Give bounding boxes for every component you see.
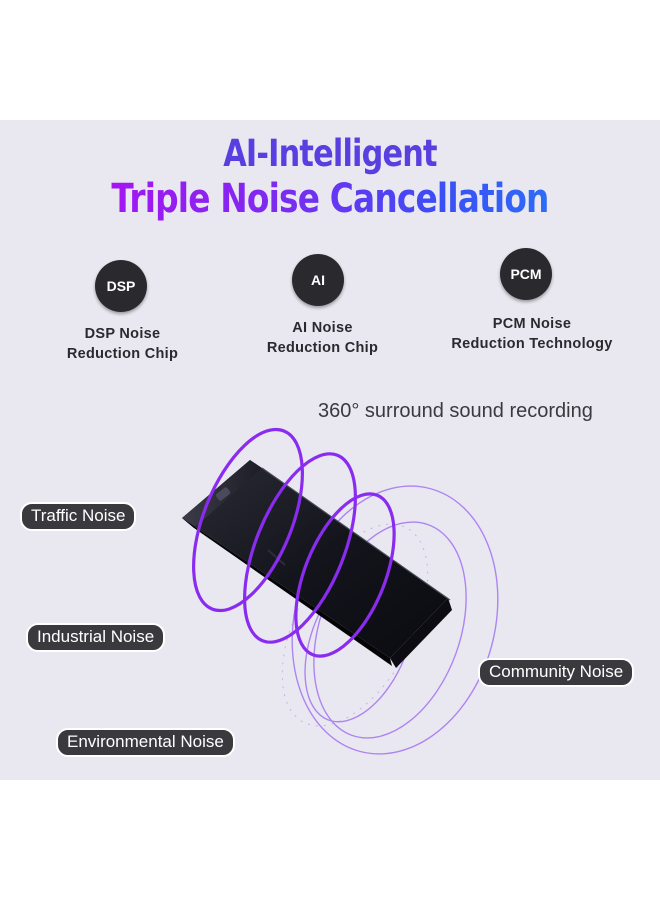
surround-recording-caption: 360° surround sound recording [318, 400, 593, 422]
environmental-noise-label: Environmental Noise [56, 728, 235, 757]
pcm-feature-label: PCM Noise Reduction Technology [451, 316, 613, 352]
pcm-badge-icon: PCM [500, 248, 552, 300]
headline-line1: AI-Intelligent [223, 132, 437, 175]
industrial-noise-label: Industrial Noise [26, 623, 166, 652]
traffic-noise-label: Traffic Noise [20, 502, 137, 531]
dsp-badge-icon: DSP [95, 260, 147, 312]
recorder-device [182, 460, 452, 668]
ai-feature-label: AI Noise Reduction Chip [266, 320, 379, 356]
headline-line2: Triple Noise Cancellation [111, 176, 549, 222]
community-noise-label: Community Noise [478, 658, 635, 687]
inner-sound-rings [192, 427, 396, 658]
dsp-feature-label: DSP Noise Reduction Chip [66, 326, 179, 362]
product-banner: AI-Intelligent Triple Noise Cancellation… [0, 120, 660, 780]
recorder-illustration [182, 427, 499, 755]
ai-badge-icon: AI [292, 254, 344, 306]
